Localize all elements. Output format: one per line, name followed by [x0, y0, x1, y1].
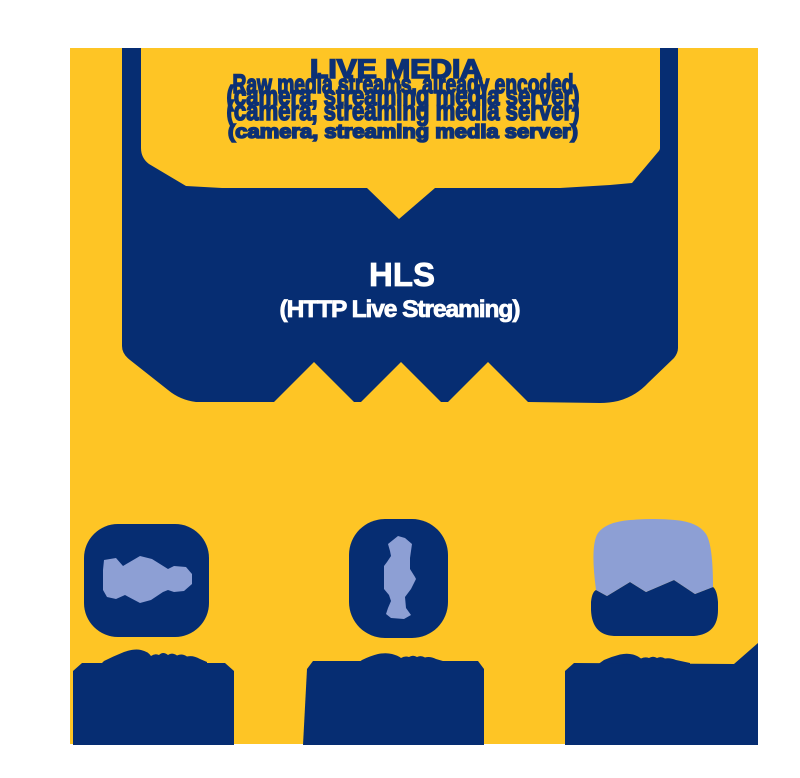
svg-text:Raw media streams, already enc: Raw media streams, already encoded: [233, 69, 574, 99]
svg-text:(HTTP Live Streaming): (HTTP Live Streaming): [280, 296, 521, 323]
svg-text:(camera, streaming media serve: (camera, streaming media server): [228, 122, 578, 143]
svg-text:(camera, streaming media serve: (camera, streaming media server): [227, 95, 580, 126]
svg-text:HLS: HLS: [369, 256, 435, 293]
svg-text:(camera, streaming media serve: (camera, streaming media server): [227, 80, 580, 111]
svg-text:LIVE MEDIA: LIVE MEDIA: [310, 54, 482, 84]
